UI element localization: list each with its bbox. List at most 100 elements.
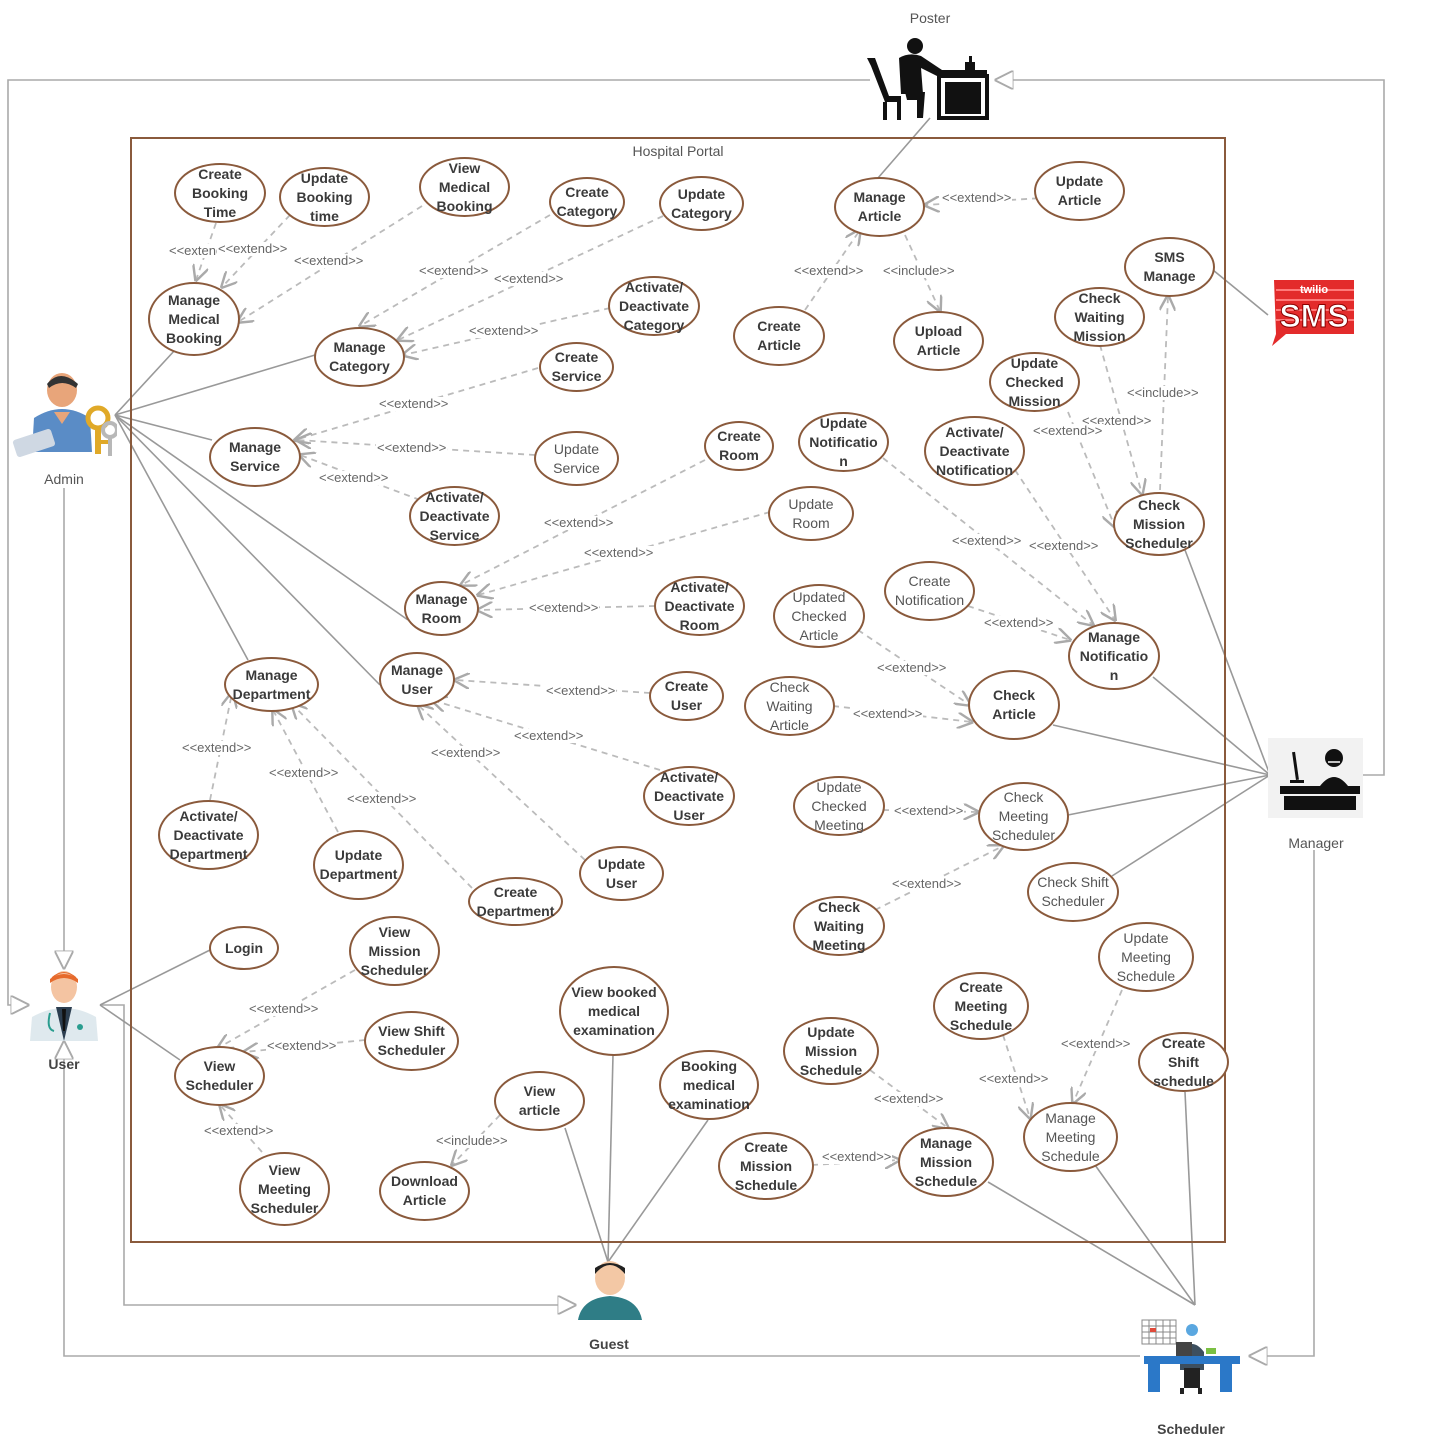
- extend-label: <<extend>>: [493, 271, 565, 286]
- usecase-update-meeting-schedule[interactable]: Update Meeting Schedule: [1098, 922, 1194, 992]
- association-lines: [99, 117, 1271, 1306]
- usecase-update-department[interactable]: Update Department: [313, 830, 404, 900]
- extend-label: <<extend>>: [876, 660, 948, 675]
- usecase-view-scheduler[interactable]: View Scheduler: [174, 1046, 265, 1106]
- usecase-manage-user[interactable]: Manage User: [379, 652, 455, 707]
- extend-label: <<extend>>: [430, 745, 502, 760]
- admin-icon: [12, 372, 119, 463]
- usecase-update-category[interactable]: Update Category: [659, 176, 744, 231]
- usecase-check-article[interactable]: Check Article: [968, 670, 1060, 740]
- usecase-create-category[interactable]: Create Category: [549, 177, 625, 227]
- extend-label: <<extend>>: [376, 440, 448, 455]
- usecase-manage-article[interactable]: Manage Article: [834, 177, 925, 237]
- extend-label: <<extend>>: [873, 1091, 945, 1106]
- usecase-create-department[interactable]: Create Department: [468, 877, 563, 926]
- extend-label: <<extend>>: [893, 803, 965, 818]
- usecase-login[interactable]: Login: [209, 926, 279, 970]
- usecase-create-service[interactable]: Create Service: [539, 342, 614, 392]
- scheduler-label: Scheduler: [1157, 1421, 1225, 1437]
- usecase-booking-medical-examination[interactable]: Booking medical examination: [659, 1050, 759, 1120]
- extend-label: <<extend>>: [951, 533, 1023, 548]
- usecase-manage-meeting-schedule[interactable]: Manage Meeting Schedule: [1023, 1102, 1118, 1172]
- extend-label: <<extend>>: [583, 545, 655, 560]
- extend-label: <<extend>>: [983, 615, 1055, 630]
- usecase-update-checked-mission[interactable]: Update Checked Mission: [989, 352, 1080, 412]
- usecase-update-booking-time[interactable]: Update Booking time: [279, 167, 370, 227]
- extend-label: <<extend>>: [318, 470, 390, 485]
- usecase-manage-mission-schedule[interactable]: Manage Mission Schedule: [898, 1127, 994, 1197]
- extend-label: <<extend>>: [418, 263, 490, 278]
- extend-label: <<extend>>: [852, 706, 924, 721]
- sms-brand-text: twilio: [1300, 284, 1328, 296]
- usecase-activate-deactivate-notification[interactable]: Activate/ Deactivate Notification: [924, 416, 1025, 486]
- guest-icon: [574, 1258, 646, 1329]
- extend-label: <<extend>>: [1060, 1036, 1132, 1051]
- extend-label: <<extend>>: [941, 190, 1013, 205]
- usecase-create-user[interactable]: Create User: [649, 671, 724, 721]
- usecase-create-mission-schedule[interactable]: Create Mission Schedule: [718, 1132, 814, 1200]
- usecase-manage-room[interactable]: Manage Room: [404, 581, 479, 636]
- usecase-manage-notification[interactable]: Manage Notificatio n: [1068, 622, 1160, 690]
- extend-label: <<extend>>: [468, 323, 540, 338]
- usecase-download-article[interactable]: Download Article: [379, 1161, 470, 1221]
- usecase-check-waiting-article[interactable]: Check Waiting Article: [744, 676, 835, 736]
- usecase-create-article[interactable]: Create Article: [733, 306, 825, 366]
- extend-label: <<extend>>: [217, 241, 289, 256]
- usecase-view-mission-scheduler[interactable]: View Mission Scheduler: [349, 916, 440, 986]
- usecase-manage-medical-booking[interactable]: Manage Medical Booking: [148, 282, 240, 356]
- usecase-check-meeting-scheduler[interactable]: Check Meeting Scheduler: [978, 782, 1069, 851]
- usecase-check-shift-scheduler[interactable]: Check Shift Scheduler: [1027, 862, 1119, 922]
- extend-label: <<extend>>: [248, 1001, 320, 1016]
- usecase-activate-deactivate-room[interactable]: Activate/ Deactivate Room: [654, 576, 745, 636]
- scheduler-icon: [1140, 1318, 1242, 1401]
- usecase-activate-deactivate-department[interactable]: Activate/ Deactivate Department: [158, 800, 259, 870]
- usecase-activate-deactivate-user[interactable]: Activate/ Deactivate User: [643, 766, 735, 826]
- usecase-check-waiting-mission[interactable]: Check Waiting Mission: [1054, 287, 1145, 347]
- usecase-activate-deactivate-category[interactable]: Activate/ Deactivate Category: [608, 276, 700, 336]
- usecase-update-checked-meeting[interactable]: Update Checked Meeting: [793, 776, 885, 836]
- extend-label: <<extend>>: [268, 765, 340, 780]
- extend-label: <<extend>>: [293, 253, 365, 268]
- usecase-view-medical-booking[interactable]: View Medical Booking: [419, 157, 510, 217]
- usecase-update-user[interactable]: Update User: [579, 846, 664, 901]
- usecase-create-notification[interactable]: Create Notification: [884, 561, 975, 621]
- extend-label: <<extend>>: [266, 1038, 338, 1053]
- usecase-view-article[interactable]: View article: [494, 1071, 585, 1131]
- usecase-upload-article[interactable]: Upload Article: [893, 311, 984, 371]
- usecase-check-mission-scheduler[interactable]: Check Mission Scheduler: [1113, 492, 1205, 556]
- poster-desk-icon: [865, 36, 993, 127]
- usecase-updated-checked-article[interactable]: Updated Checked Article: [773, 584, 865, 648]
- usecase-update-room[interactable]: Update Room: [768, 486, 854, 541]
- include-label: <<include>>: [1126, 385, 1200, 400]
- extend-label: <<extend>>: [1032, 423, 1104, 438]
- usecase-manage-department[interactable]: Manage Department: [224, 657, 319, 712]
- extend-label: <<extend>>: [1028, 538, 1100, 553]
- usecase-create-booking-time[interactable]: Create Booking Time: [174, 163, 266, 223]
- extend-label: <<extend>>: [978, 1071, 1050, 1086]
- sms-logo-text: SMS: [1279, 298, 1348, 334]
- usecase-update-notification[interactable]: Update Notificatio n: [798, 412, 889, 472]
- usecase-view-shift-scheduler[interactable]: View Shift Scheduler: [364, 1011, 459, 1071]
- usecase-update-service[interactable]: Update Service: [534, 431, 619, 486]
- extend-label: <<extend>>: [203, 1123, 275, 1138]
- usecase-update-article[interactable]: Update Article: [1034, 161, 1125, 221]
- admin-label: Admin: [44, 471, 84, 487]
- usecase-view-booked-medical-examination[interactable]: View booked medical examination: [559, 966, 669, 1056]
- extend-label: <<extend>>: [513, 728, 585, 743]
- usecase-create-shift-schedule[interactable]: Create Shift schedule: [1138, 1032, 1229, 1092]
- usecase-check-waiting-meeting[interactable]: Check Waiting Meeting: [793, 896, 885, 956]
- usecase-sms-manage[interactable]: SMS Manage: [1124, 237, 1215, 297]
- usecase-update-mission-schedule[interactable]: Update Mission Schedule: [783, 1017, 879, 1085]
- usecase-view-meeting-scheduler[interactable]: View Meeting Scheduler: [239, 1152, 330, 1226]
- system-boundary: [130, 137, 1226, 1243]
- usecase-create-meeting-schedule[interactable]: Create Meeting Schedule: [933, 972, 1029, 1040]
- sms-twilio-icon: twilio SMS: [1268, 276, 1358, 353]
- extend-label: <<extend>>: [891, 876, 963, 891]
- generalization-lines: [7, 80, 1385, 1356]
- usecase-manage-service[interactable]: Manage Service: [209, 427, 301, 487]
- extend-label: <<extend>>: [821, 1149, 893, 1164]
- usecase-create-room[interactable]: Create Room: [704, 421, 774, 471]
- usecase-manage-category[interactable]: Manage Category: [314, 327, 405, 387]
- extend-label: <<extend>>: [528, 600, 600, 615]
- usecase-activate-deactivate-service[interactable]: Activate/ Deactivate Service: [409, 486, 500, 546]
